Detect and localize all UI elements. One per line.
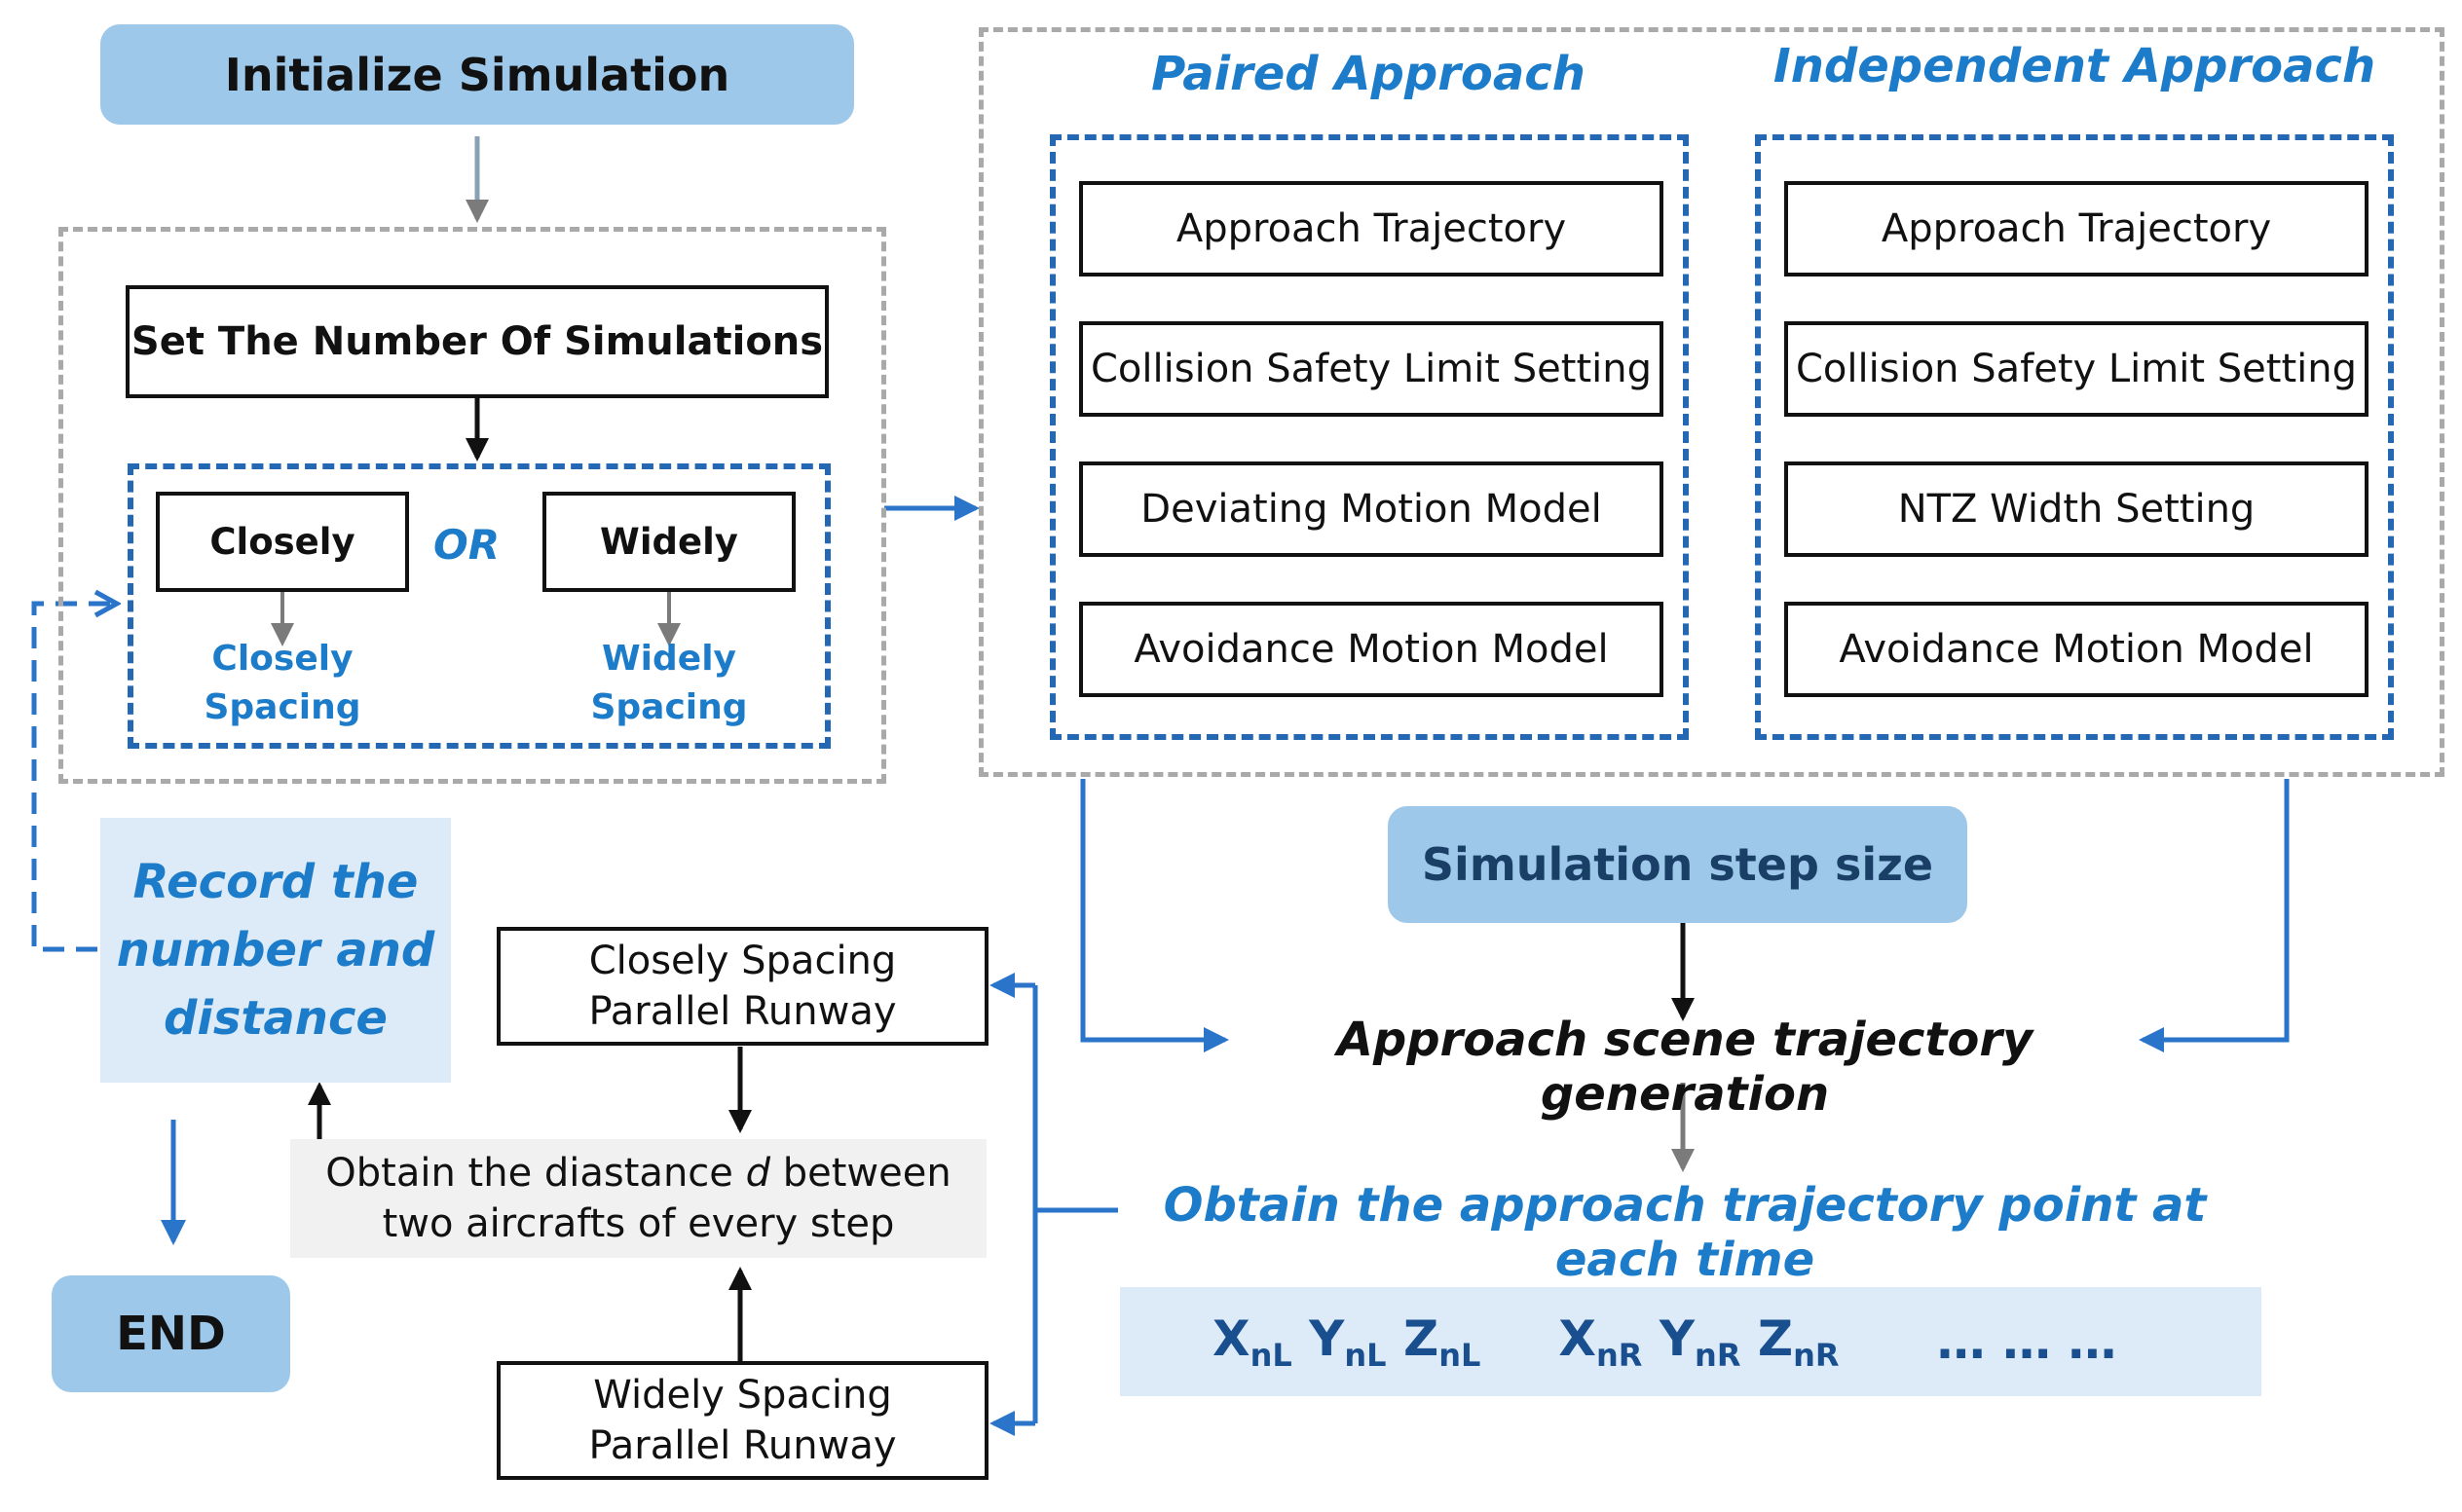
paired-item-label: Deviating Motion Model [1140, 487, 1602, 532]
approach-models-group [979, 27, 2444, 777]
independent-item: Avoidance Motion Model [1784, 602, 2369, 697]
coord-x-left: XnL [1212, 1309, 1292, 1374]
arrow-paired-to-scene [1080, 779, 1229, 1052]
distance-line2: two aircrafts of every step [382, 1201, 895, 1246]
arrow-loop-back [31, 604, 117, 952]
widely-spacing-line2: Spacing [590, 687, 748, 727]
widely-spacing-line1: Widely [601, 639, 737, 679]
independent-item-label: NTZ Width Setting [1897, 487, 2256, 532]
record-line3: distance [164, 991, 388, 1046]
simulation-step-size-label: Simulation step size [1421, 838, 1934, 891]
closely-spacing-line1: Closely [211, 639, 354, 679]
coord-y-left: YnL [1309, 1309, 1387, 1374]
coord-z-right: ZnR [1757, 1309, 1840, 1374]
coord-y-right: YnR [1659, 1309, 1741, 1374]
closely-spacing-runway-node: Closely Spacing Parallel Runway [497, 927, 989, 1046]
independent-item: Collision Safety Limit Setting [1784, 321, 2369, 417]
paired-approach-group [1050, 134, 1689, 740]
widely-spacing-text: Widely Spacing [562, 635, 776, 732]
obtain-trajectory-point-text: Obtain the approach trajectory point at … [1163, 1178, 2207, 1287]
widely-spacing-runway-node: Widely Spacing Parallel Runway [497, 1361, 989, 1480]
independent-item-label: Collision Safety Limit Setting [1796, 347, 2357, 391]
paired-item: Approach Trajectory [1079, 181, 1663, 277]
simulation-settings-group [58, 227, 886, 784]
closely-spacing-line2: Spacing [204, 687, 361, 727]
independent-item: NTZ Width Setting [1784, 461, 2369, 557]
closely-node: Closely [156, 492, 409, 592]
independent-item: Approach Trajectory [1784, 181, 2369, 277]
or-label: OR [433, 521, 501, 569]
distance-node: Obtain the diastance d between two aircr… [290, 1139, 987, 1258]
simulation-step-size-node: Simulation step size [1388, 806, 1967, 923]
paired-item-label: Avoidance Motion Model [1134, 627, 1609, 672]
end-node: END [52, 1275, 290, 1392]
widely-runway-line2: Parallel Runway [588, 1423, 897, 1468]
widely-label: Widely [600, 521, 738, 563]
record-line2: number and [116, 923, 435, 977]
coord-ellipsis: … … … [1936, 1313, 2117, 1370]
record-line1: Record the [132, 855, 419, 909]
scene-generation-text: Approach scene trajectory generation [1336, 1013, 2033, 1122]
distance-variable: d [745, 1151, 771, 1196]
trajectory-coordinates-bar: XnL YnL ZnL XnR YnR ZnR … … … [1120, 1287, 2261, 1396]
initialize-simulation-label: Initialize Simulation [224, 48, 730, 101]
independent-item-label: Avoidance Motion Model [1839, 627, 2314, 672]
paired-item-label: Collision Safety Limit Setting [1091, 347, 1652, 391]
independent-item-label: Approach Trajectory [1881, 206, 2272, 251]
independent-approach-title: Independent Approach [1772, 39, 2376, 93]
paired-item-label: Approach Trajectory [1175, 206, 1567, 251]
record-node: Record the number and distance [100, 818, 451, 1083]
set-number-label: Set The Number Of Simulations [131, 319, 824, 364]
paired-item: Avoidance Motion Model [1079, 602, 1663, 697]
closely-runway-line2: Parallel Runway [588, 989, 897, 1034]
paired-approach-title: Paired Approach [1151, 47, 1585, 101]
set-number-node: Set The Number Of Simulations [126, 285, 829, 398]
closely-runway-line1: Closely Spacing [588, 939, 897, 983]
independent-approach-group [1755, 134, 2394, 740]
closely-label: Closely [209, 521, 355, 563]
spacing-options-group [128, 463, 831, 749]
paired-item: Collision Safety Limit Setting [1079, 321, 1663, 417]
end-label: END [116, 1307, 226, 1361]
widely-node: Widely [542, 492, 796, 592]
coord-z-left: ZnL [1402, 1309, 1481, 1374]
paired-item: Deviating Motion Model [1079, 461, 1663, 557]
initialize-simulation-node: Initialize Simulation [100, 24, 854, 125]
arrow-independent-to-scene [2139, 779, 2290, 1052]
widely-runway-line1: Widely Spacing [593, 1373, 892, 1418]
closely-spacing-text: Closely Spacing [175, 635, 390, 732]
coord-x-right: XnR [1558, 1309, 1643, 1374]
distance-line1: Obtain the diastance d between [325, 1151, 951, 1196]
